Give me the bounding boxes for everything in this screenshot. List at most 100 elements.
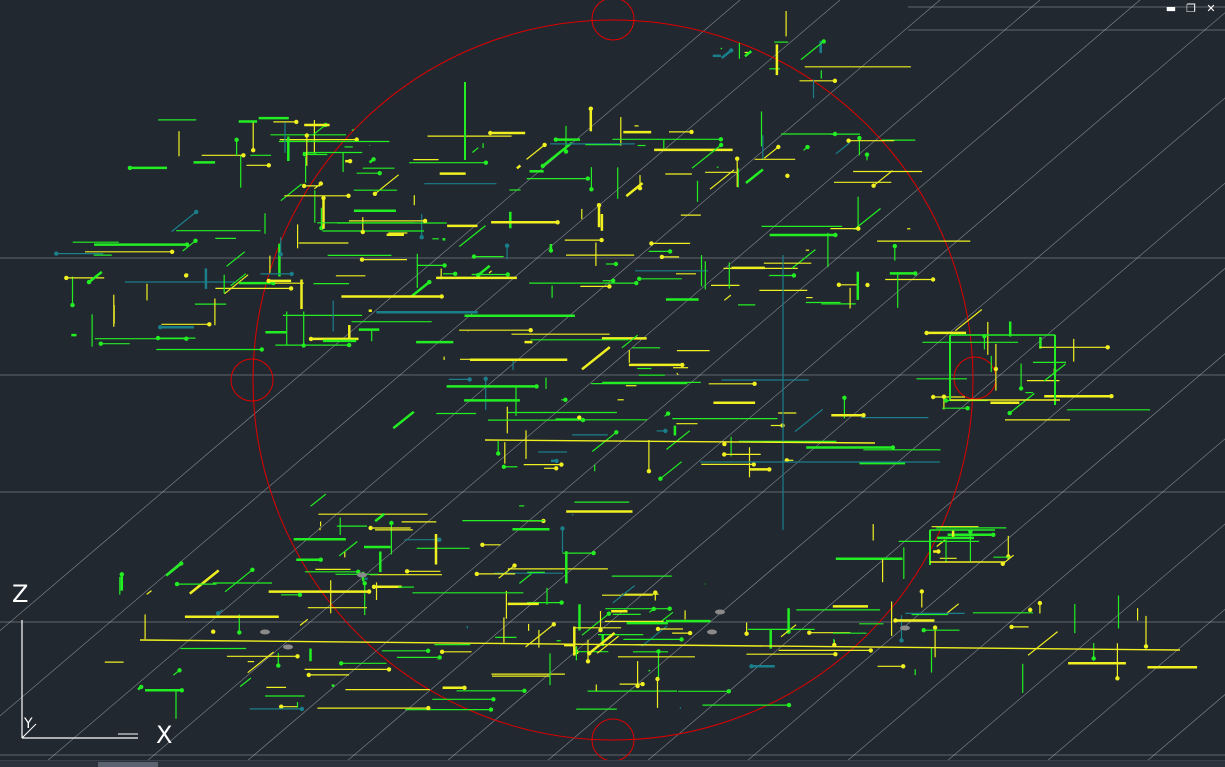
pipe-fitting <box>832 78 838 84</box>
piping-network[interactable] <box>54 11 1198 719</box>
layout-tab-active[interactable] <box>98 762 158 767</box>
pipe-segment <box>581 613 610 636</box>
pipe-fitting <box>1018 386 1024 391</box>
pipe-fitting <box>931 394 936 400</box>
pipe-fitting <box>276 663 281 668</box>
close-icon[interactable]: ✕ <box>1206 2 1216 15</box>
grid-diagonal-line <box>239 0 1141 767</box>
pipe-fitting <box>899 638 904 643</box>
pipe-segment <box>280 183 303 202</box>
pipe-fitting <box>442 263 447 268</box>
pipe-segment <box>410 281 431 298</box>
pipe-segment <box>310 493 327 507</box>
pipe-segment <box>484 439 876 444</box>
pipe-fitting <box>70 302 75 308</box>
pipe-segment <box>189 569 220 595</box>
pipe-segment <box>392 410 415 430</box>
pipe-fitting <box>339 661 344 666</box>
pipe-segment <box>835 142 850 155</box>
pipe-fitting <box>577 415 582 420</box>
pipe-fitting <box>551 622 556 627</box>
pipe-fitting <box>279 704 284 709</box>
pipe-segment <box>581 346 611 371</box>
pipe-fitting <box>659 254 665 260</box>
pipe-fitting <box>596 203 602 208</box>
pipe-fitting <box>580 417 586 423</box>
pipe-segment <box>488 270 492 274</box>
restore-icon[interactable]: ❐ <box>1186 2 1196 15</box>
pipe-fitting <box>295 654 300 659</box>
pipe-fitting <box>1105 345 1110 350</box>
pipe-segment <box>780 624 797 638</box>
pipe-fitting <box>419 235 424 240</box>
pipe-fitting <box>680 362 685 368</box>
pipe-segment <box>1009 392 1035 414</box>
pipe-fitting <box>640 681 645 687</box>
pipe-fitting <box>1009 624 1014 630</box>
pipe-fitting <box>289 271 294 277</box>
pipe-fitting <box>386 667 392 672</box>
pipe-fitting <box>735 156 740 161</box>
pipe-fitting <box>207 322 212 327</box>
pipe-fitting <box>784 458 789 463</box>
pipe-segment <box>171 211 197 233</box>
window-controls: ▬ ❐ ✕ <box>1163 3 1219 15</box>
pipe-fitting <box>359 257 365 262</box>
pipe-fitting <box>598 627 603 633</box>
minimize-icon[interactable]: ▬ <box>1165 2 1177 15</box>
pipe-fitting <box>548 248 554 253</box>
equipment-marker <box>707 629 717 635</box>
pipe-segment <box>542 141 573 167</box>
orbit-circle <box>252 19 974 741</box>
pipe-fitting <box>179 561 184 566</box>
pipe-fitting <box>522 688 527 693</box>
pipe-fitting <box>437 537 442 542</box>
pipe-fitting <box>553 137 558 142</box>
pipe-fitting <box>488 707 494 712</box>
pipe-fitting <box>184 242 190 247</box>
pipe-fitting <box>607 284 612 289</box>
pipe-fitting <box>193 238 198 243</box>
grid-diagonal-line <box>139 0 1041 767</box>
pipe-fitting <box>786 629 791 634</box>
pipe-fitting <box>372 191 378 196</box>
pipe-fitting <box>991 532 996 537</box>
pipe-fitting <box>139 684 144 690</box>
pipe-segment <box>224 569 253 593</box>
pipe-segment <box>226 251 246 267</box>
pipe-fitting <box>483 160 489 165</box>
pipe-fitting <box>559 462 564 467</box>
pipe-fitting <box>158 325 163 330</box>
grid-diagonal-line <box>639 268 1225 767</box>
pipe-fitting <box>471 254 477 259</box>
pipe-fitting <box>512 563 517 568</box>
pipe-segment <box>338 541 358 557</box>
grid-diagonal-line <box>0 0 841 717</box>
pipe-segment <box>351 128 355 132</box>
pipe-fitting <box>993 366 999 372</box>
pipe-fitting <box>751 462 756 467</box>
pipe-fitting <box>752 381 757 386</box>
pipe-segment <box>709 169 735 190</box>
pipe-fitting <box>426 705 431 711</box>
pipe-fitting <box>722 452 727 457</box>
pipe-fitting <box>427 279 432 285</box>
pipe-segment <box>458 225 486 247</box>
pipe-fitting <box>1109 394 1114 399</box>
pipe-segment <box>239 677 252 688</box>
pipe-fitting <box>480 542 485 547</box>
pipe-segment <box>791 249 816 269</box>
pipe-fitting <box>890 445 896 450</box>
pipe-fitting <box>610 278 616 283</box>
layout-tab-strip <box>0 760 1225 767</box>
pipe-segment <box>591 431 617 452</box>
pipe-fitting <box>892 243 897 249</box>
grid-diagonal-line <box>439 97 1225 767</box>
pipe-fitting <box>1143 644 1149 649</box>
pipe-fitting <box>807 630 812 635</box>
pipe-fitting <box>785 173 790 178</box>
pipe-fitting <box>299 706 305 712</box>
